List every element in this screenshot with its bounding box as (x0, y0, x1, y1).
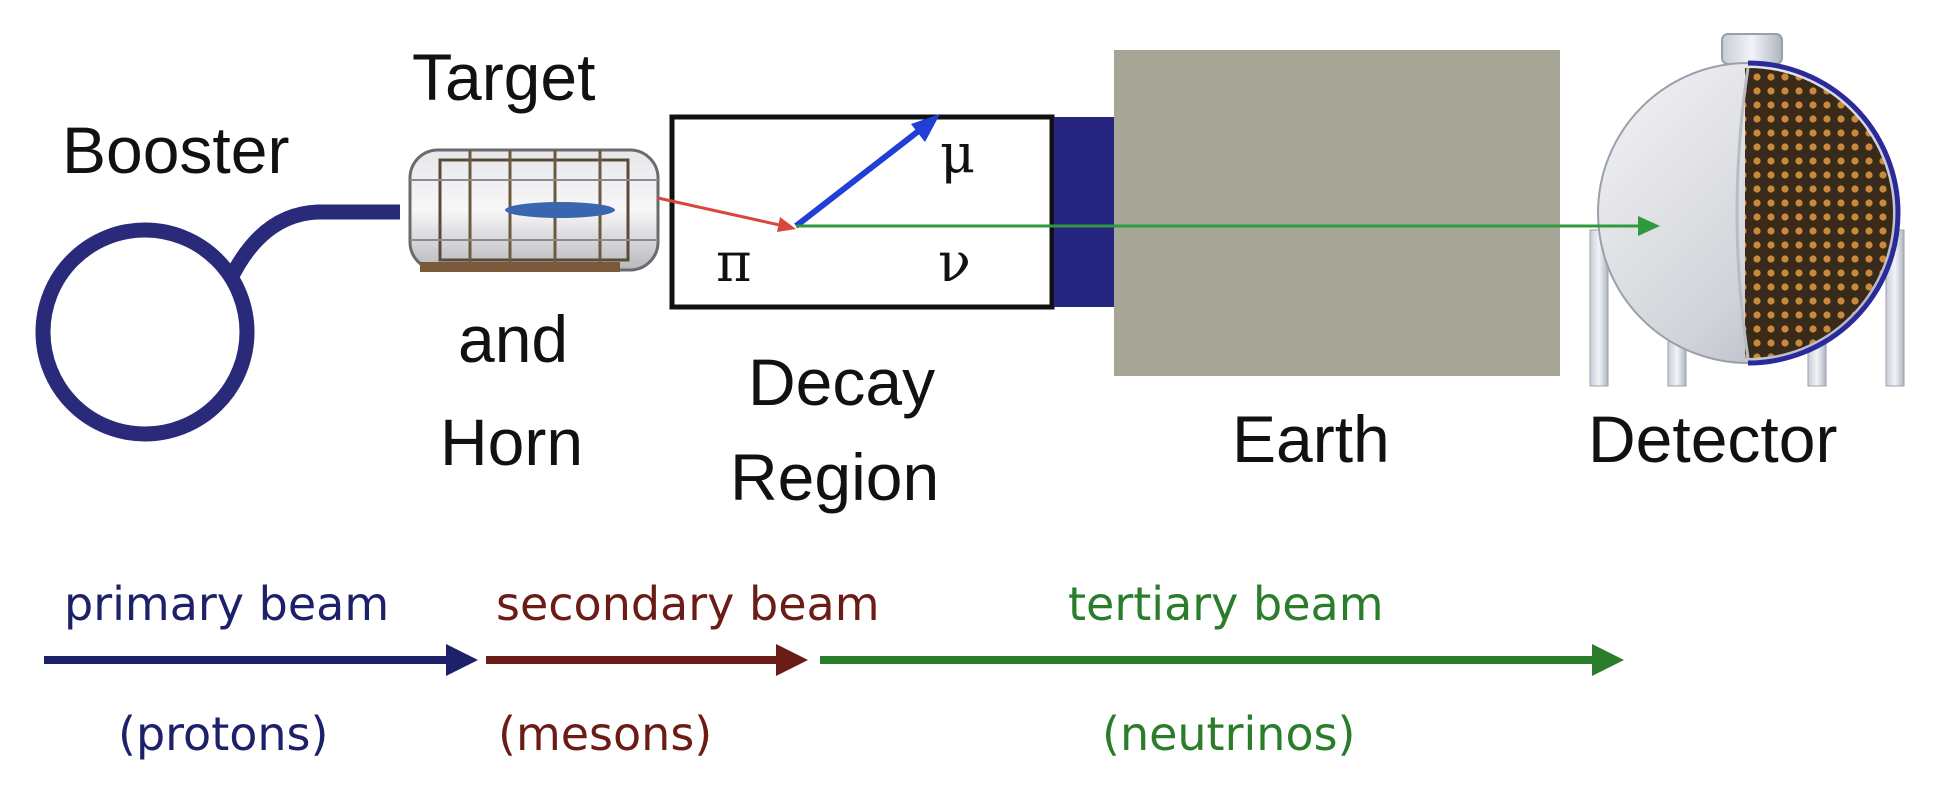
beam-name-tertiary: tertiary beam (1068, 577, 1384, 631)
region-label: Region (730, 440, 939, 514)
booster-label: Booster (62, 113, 289, 187)
booster-ring (35, 204, 400, 442)
beam-particles-tertiary: (neutrinos) (1102, 707, 1356, 761)
detector-icon (1589, 33, 1905, 387)
target-horn-icon (408, 148, 660, 272)
earth-block (1114, 50, 1560, 376)
target-label: Target (412, 40, 595, 114)
neutrino-track (796, 216, 1660, 236)
detector-label: Detector (1588, 402, 1837, 476)
decay-label: Decay (748, 345, 935, 419)
beam-name-primary: primary beam (64, 577, 389, 631)
neutrino-label: ν (938, 231, 971, 294)
and-label: and (458, 302, 568, 376)
muon-label: μ (940, 122, 975, 185)
beam-particles-secondary: (mesons) (498, 707, 712, 761)
pion-label: π (716, 231, 752, 294)
muon-track (794, 114, 940, 229)
beam-stage-primary: primary beam (protons) (44, 577, 478, 761)
beam-particles-primary: (protons) (118, 707, 328, 761)
earth-label: Earth (1232, 402, 1390, 476)
beam-stage-tertiary: tertiary beam (neutrinos) (820, 577, 1624, 761)
absorber-block (1054, 117, 1114, 307)
beam-name-secondary: secondary beam (496, 577, 880, 631)
proton-track (657, 196, 796, 232)
decay-region-box (669, 114, 1055, 310)
horn-label: Horn (440, 405, 583, 479)
beam-stage-secondary: secondary beam (mesons) (486, 577, 880, 761)
